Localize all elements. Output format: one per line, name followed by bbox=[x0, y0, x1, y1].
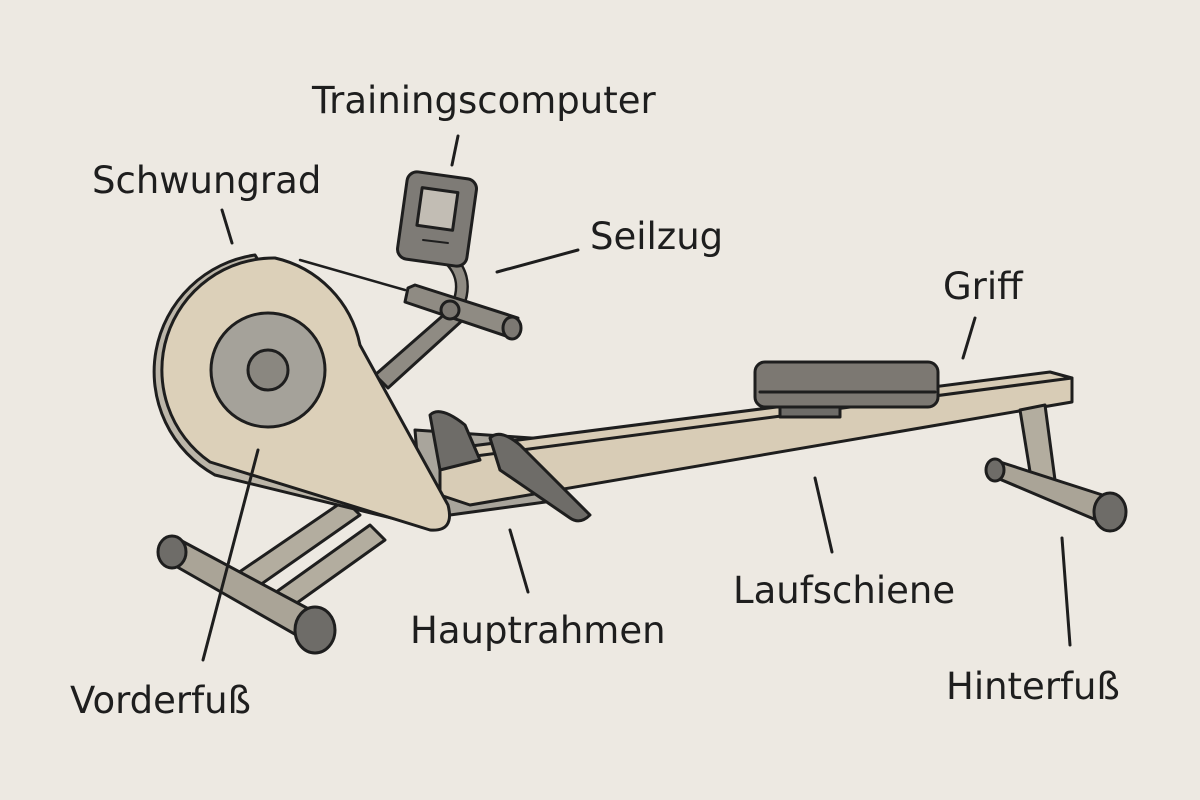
training-computer bbox=[396, 170, 478, 268]
leader-computer bbox=[450, 134, 460, 167]
flywheel bbox=[152, 253, 451, 532]
label-main-frame: Hauptrahmen bbox=[410, 609, 666, 652]
label-training-computer: Trainingscomputer bbox=[312, 79, 656, 122]
label-front-foot: Vorderfuß bbox=[70, 679, 251, 722]
rear-foot bbox=[984, 457, 1128, 533]
leader-handle bbox=[961, 316, 977, 360]
label-rear-foot: Hinterfuß bbox=[946, 665, 1120, 708]
leader-frame bbox=[508, 528, 530, 594]
front-foot bbox=[156, 534, 337, 655]
leader-rear-foot bbox=[1060, 536, 1072, 647]
label-flywheel: Schwungrad bbox=[92, 159, 322, 202]
handle-bar bbox=[403, 283, 523, 341]
label-rail: Laufschiene bbox=[733, 569, 956, 612]
leader-front-foot bbox=[201, 448, 260, 662]
console-stem bbox=[373, 248, 469, 390]
footplates bbox=[428, 410, 592, 523]
label-cable: Seilzug bbox=[590, 215, 724, 258]
leader-cable bbox=[495, 248, 580, 274]
seat bbox=[753, 360, 940, 419]
label-handle: Griff bbox=[943, 265, 1023, 308]
leader-rail bbox=[813, 476, 834, 554]
leader-lines bbox=[201, 134, 1072, 662]
leader-flywheel bbox=[220, 208, 234, 245]
